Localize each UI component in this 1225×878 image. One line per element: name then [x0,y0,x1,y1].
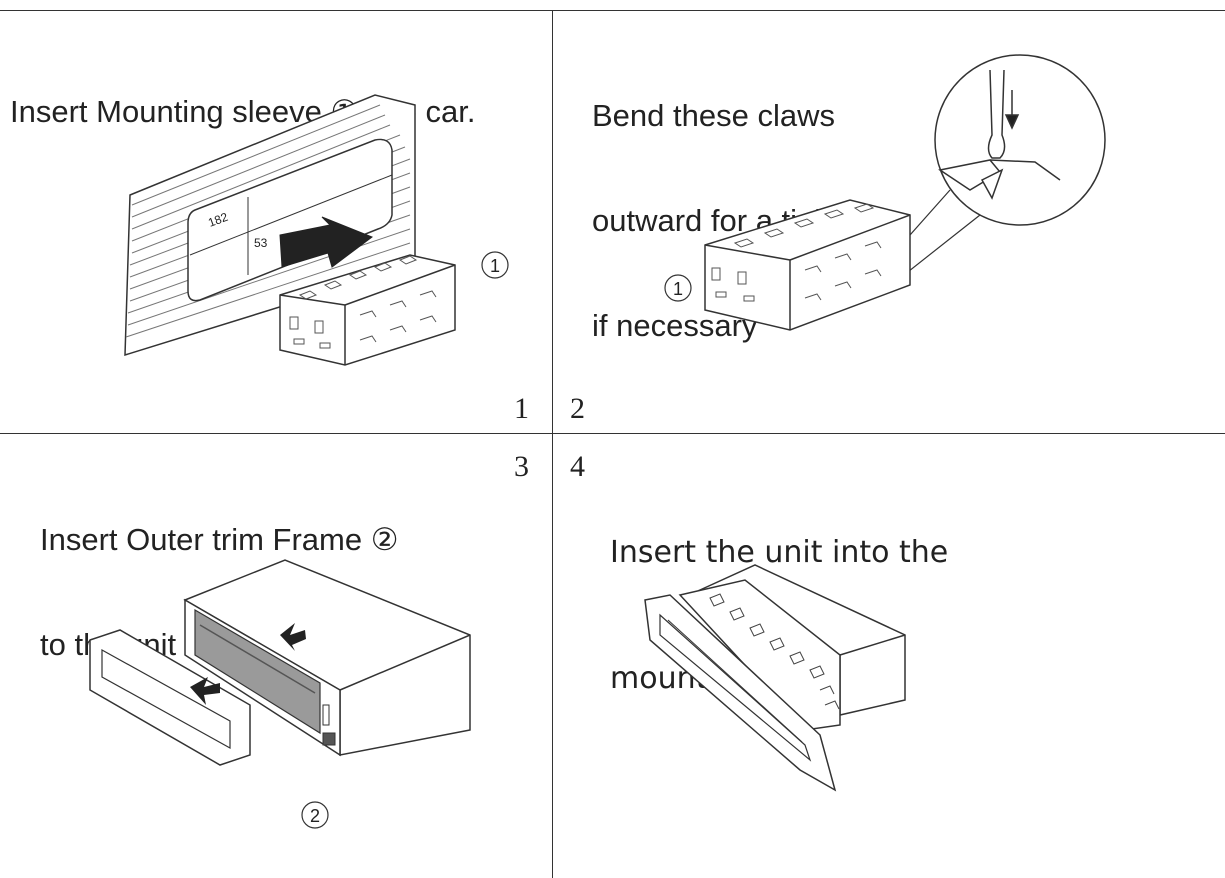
callout-1-label: 1 [490,256,500,276]
unit-into-sleeve-illustration [644,564,906,792]
callout-1-marker: 1 [664,274,692,302]
step-1-number: 1 [514,392,529,425]
step-3-title-line: Insert Outer trim Frame ② [40,522,399,557]
step-4-title-line: Insert the unit into the [610,535,949,570]
dimension-height-label: 53 [254,236,268,250]
dashboard-opening-illustration: 182 53 1 [124,94,509,366]
dimension-width-label: 182 [206,210,230,230]
vertical-divider [552,10,553,878]
step-3-title: Insert Outer trim Frame ② to the unit [40,452,399,732]
callout-1-label: 1 [673,279,683,299]
callout-1-marker: 1 [481,251,509,279]
callout-2-label: 2 [310,806,320,826]
step-2-number: 2 [570,392,585,425]
step-4-number: 4 [570,450,585,483]
step-3-number: 3 [514,450,529,483]
horizontal-divider [0,433,1225,434]
callout-2-marker: 2 [301,801,329,829]
trim-frame-illustration: 2 [89,559,471,829]
step-2-title-line: Bend these claws [592,98,835,133]
top-border [0,10,1225,11]
sleeve-claws-illustration: 1 [664,54,1106,331]
